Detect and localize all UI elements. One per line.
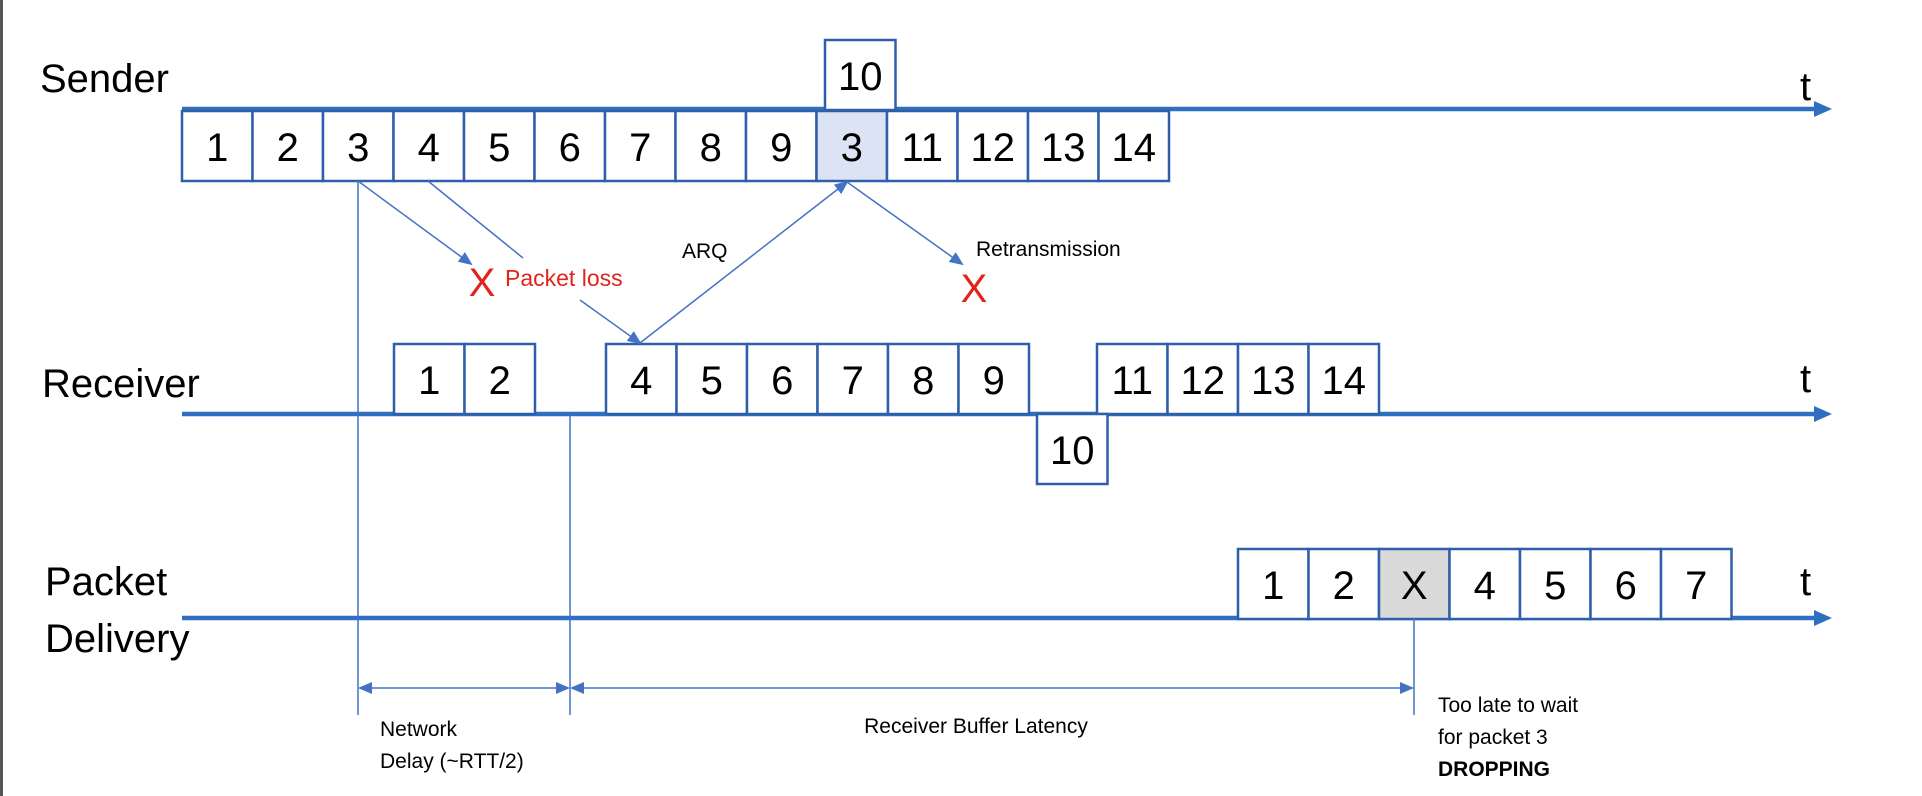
sender-packets-label-2: 3 — [347, 126, 369, 170]
packet-delivery-label-line1: Packet — [45, 560, 167, 604]
arq-request-arrow — [639, 180, 849, 344]
delivery-packets-label-1: 2 — [1333, 564, 1355, 608]
packet-loss-x-marker: X — [469, 261, 496, 305]
sender-packets-box-3 — [392, 109, 466, 183]
too-late-caption-line2: for packet 3 — [1438, 726, 1548, 749]
sender-packets-label-6: 7 — [629, 126, 651, 170]
sender-packets-box-8 — [744, 109, 818, 183]
receiver-b-label-1: 5 — [701, 359, 723, 403]
packet-4-path-lower — [579, 299, 642, 345]
receiver-a-box-1 — [463, 342, 537, 416]
delivery-packet-row: 1 2 X 4 5 6 7 — [1236, 547, 1733, 621]
receiver-c-label-1: 12 — [1181, 359, 1226, 403]
delivery-t-label: t — [1800, 560, 1811, 604]
receiver-c-label-2: 13 — [1251, 359, 1296, 403]
sender-packets-label-10: 11 — [901, 126, 943, 170]
receiver-b-label-5: 9 — [983, 359, 1005, 403]
sender-label: Sender — [40, 57, 169, 101]
receiver-b-box-1 — [675, 342, 749, 416]
sender-t-label: t — [1800, 65, 1811, 109]
sender-raised-packet: 10 — [823, 38, 897, 112]
sender-packets-label-13: 14 — [1112, 126, 1157, 170]
sender-packets-label-9: 3 — [841, 126, 863, 170]
sender-packets-box-5 — [533, 109, 607, 183]
receiver-lowered-label-0: 10 — [1050, 429, 1095, 473]
packet-delivery-label-line2: Delivery — [45, 617, 189, 661]
receiver-b-label-0: 4 — [630, 359, 652, 403]
sender-raised-label-0: 10 — [838, 55, 883, 99]
sender-packets-label-4: 5 — [488, 126, 510, 170]
receiver-b-label-4: 8 — [912, 359, 934, 403]
packet-loss-label: Packet loss — [505, 265, 623, 291]
receiver-c-label-0: 11 — [1111, 359, 1153, 403]
sender-packets-box-12 — [1026, 109, 1100, 183]
receiver-lowered-box-0 — [1035, 412, 1109, 486]
receiver-c-box-2 — [1236, 342, 1310, 416]
sender-packets-box-10 — [885, 109, 959, 183]
sender-packets-label-11: 12 — [971, 126, 1016, 170]
receiver-axis-arrowhead — [1814, 406, 1832, 422]
receiver-lowered-packet: 10 — [1035, 412, 1109, 486]
too-late-caption-line1: Too late to wait — [1438, 694, 1578, 717]
sender-packets-label-7: 8 — [700, 126, 722, 170]
receiver-c-box-3 — [1307, 342, 1381, 416]
receiver-t-label: t — [1800, 357, 1811, 401]
packet-4-path-upper — [427, 180, 524, 259]
receiver-b-label-3: 7 — [842, 359, 864, 403]
receiver-c-label-3: 14 — [1322, 359, 1367, 403]
sender-raised-box-0 — [823, 38, 897, 112]
receiver-b-box-0 — [604, 342, 678, 416]
left-edge-border — [0, 0, 3, 796]
receiver-b-box-2 — [745, 342, 819, 416]
sender-packets-label-8: 9 — [770, 126, 792, 170]
sender-packets-label-0: 1 — [206, 126, 228, 170]
sender-packets-label-3: 4 — [418, 126, 440, 170]
delivery-packets-box-6 — [1659, 547, 1733, 621]
delivery-packets-box-0 — [1236, 547, 1310, 621]
retransmission-loss-x-marker: X — [961, 267, 988, 311]
receiver-label: Receiver — [42, 362, 200, 406]
receiver-a-box-0 — [392, 342, 466, 416]
sender-packets-label-5: 6 — [559, 126, 581, 170]
sender-packets-box-13 — [1097, 109, 1171, 183]
sender-packets-box-0 — [180, 109, 254, 183]
receiver-a-label-0: 1 — [418, 359, 440, 403]
delivery-packets-label-0: 1 — [1262, 564, 1284, 608]
receiver-b-label-2: 6 — [771, 359, 793, 403]
sender-packets-box-7 — [674, 109, 748, 183]
receiver-packet-row-b: 4 5 6 7 8 9 — [604, 342, 1031, 416]
delivery-packets-label-4: 5 — [1544, 564, 1566, 608]
delivery-packets-box-3 — [1448, 547, 1522, 621]
packet-3-loss-arrow — [357, 180, 473, 266]
sender-packets-box-11 — [956, 109, 1030, 183]
delivery-packets-label-3: 4 — [1474, 564, 1496, 608]
sender-packets-label-1: 2 — [277, 126, 299, 170]
delivery-axis-arrowhead — [1814, 610, 1832, 626]
receiver-a-label-1: 2 — [489, 359, 511, 403]
delivery-packets-label-6: 7 — [1685, 564, 1707, 608]
retransmission-label: Retransmission — [976, 238, 1121, 261]
network-delay-caption-line2: Delay (~RTT/2) — [380, 750, 524, 773]
receiver-b-box-4 — [886, 342, 960, 416]
delivery-packets-label-5: 6 — [1615, 564, 1637, 608]
receiver-b-box-5 — [957, 342, 1031, 416]
sender-axis-arrowhead — [1814, 101, 1832, 117]
retransmission-arrow — [846, 181, 964, 266]
sender-packets-label-12: 13 — [1041, 126, 1086, 170]
sender-packets-box-2 — [321, 109, 395, 183]
buffer-latency-caption: Receiver Buffer Latency — [864, 715, 1088, 738]
delivery-packets-label-2: X — [1401, 564, 1428, 608]
arq-label: ARQ — [682, 240, 728, 263]
delivery-packets-box-5 — [1589, 547, 1663, 621]
sender-packets-box-4 — [462, 109, 536, 183]
receiver-packet-row-c: 11 12 13 14 — [1095, 342, 1381, 416]
sender-packets-box-6 — [603, 109, 677, 183]
network-delay-caption-line1: Network — [380, 718, 458, 741]
delivery-packets-box-4 — [1518, 547, 1592, 621]
dropping-caption: DROPPING — [1438, 758, 1550, 781]
